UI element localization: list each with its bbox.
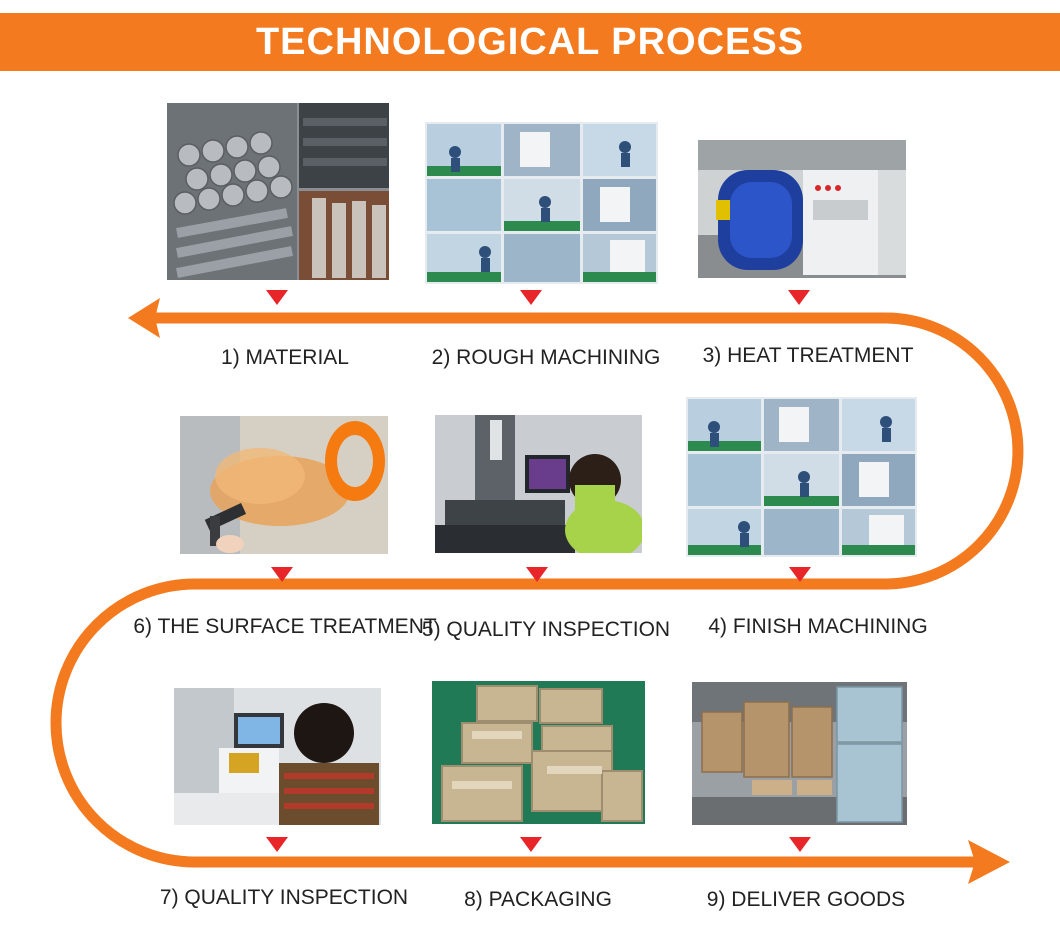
end-arrowhead-icon [968, 840, 1010, 884]
step-marker-6 [271, 567, 293, 582]
step-label-heat-treatment: 3) HEAT TREATMENT [702, 344, 914, 367]
start-arrowhead-icon [128, 298, 160, 338]
photo-surface-treatment [180, 416, 388, 554]
photo-heat-treatment [698, 140, 906, 278]
step-label-deliver-goods: 9) DELIVER GOODS [706, 888, 906, 911]
step-label-material: 1) MATERIAL [221, 346, 349, 369]
photo-quality-inspection-laser [174, 688, 381, 825]
title-banner: TECHNOLOGICAL PROCESS [0, 13, 1060, 71]
step-label-surface-treatment: 6) THE SURFACE TREATMENT [133, 615, 437, 638]
photo-material [167, 103, 389, 280]
step-marker-5 [526, 567, 548, 582]
step-label-packaging: 8) PACKAGING [464, 888, 612, 911]
page-title: TECHNOLOGICAL PROCESS [255, 20, 805, 63]
step-marker-2 [520, 290, 542, 305]
photo-deliver-goods [692, 682, 907, 825]
step-label-quality-inspection-5: 5) QUALITY INSPECTION [421, 618, 671, 641]
step-marker-3 [788, 290, 810, 305]
step-marker-9 [789, 837, 811, 852]
flow-line [50, 312, 1024, 868]
step-marker-1 [266, 290, 288, 305]
step-label-finish-machining: 4) FINISH MACHINING [708, 615, 928, 638]
step-marker-8 [520, 837, 542, 852]
step-marker-4 [789, 567, 811, 582]
photo-quality-inspection-cmm [435, 415, 642, 553]
photo-packaging [432, 681, 645, 824]
step-marker-7 [266, 837, 288, 852]
photo-rough-machining [425, 122, 658, 284]
step-label-quality-inspection-7: 7) QUALITY INSPECTION [159, 886, 409, 909]
photo-finish-machining [686, 397, 917, 557]
step-label-rough-machining: 2) ROUGH MACHINING [431, 346, 661, 369]
